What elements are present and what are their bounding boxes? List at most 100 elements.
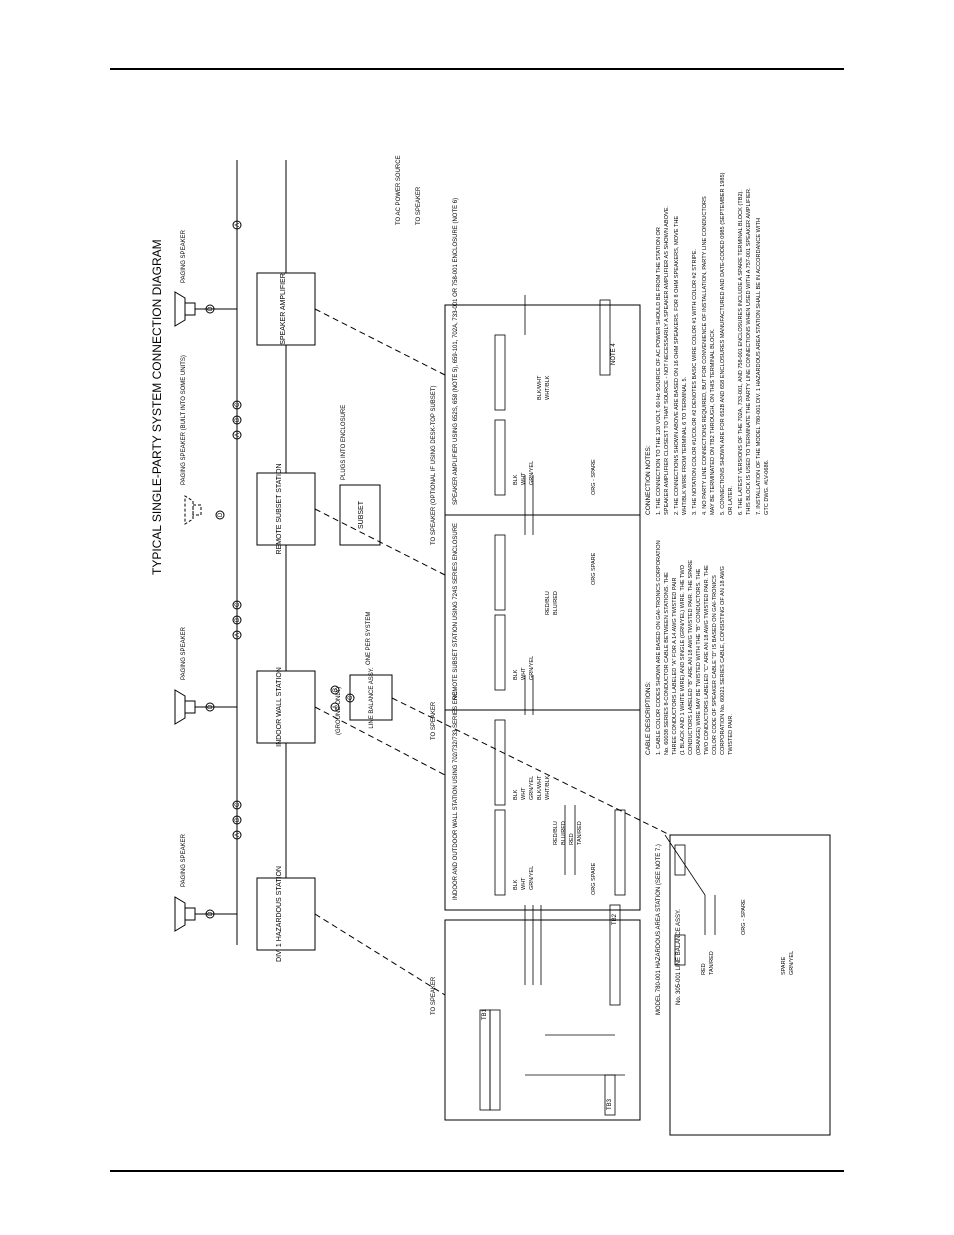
subset-label: SUBSET <box>358 500 365 529</box>
svg-text:(ORANGE) WIRE MAY BE TWISTED W: (ORANGE) WIRE MAY BE TWISTED WITH THE "B… <box>696 568 702 755</box>
svg-text:C: C <box>235 602 241 607</box>
paging-speaker-1-label: PAGING SPEAKER <box>181 833 187 887</box>
svg-text:2. THE CONNECTIONS SHOWN ABOVE: 2. THE CONNECTIONS SHOWN ABOVE ARE BASED… <box>674 216 680 515</box>
enclosure-line-balance <box>669 834 831 1136</box>
caption-wall: INDOOR AND OUTDOOR WALL STATION USING 70… <box>453 690 459 900</box>
svg-text:5. CONNECTIONS SHOWN ARE FOR 6: 5. CONNECTIONS SHOWN ARE FOR 652B AND 65… <box>720 172 726 515</box>
svg-text:D: D <box>218 512 224 517</box>
tb1-label: TB1 <box>482 1008 488 1020</box>
enclosure-wall <box>444 709 641 911</box>
svg-text:ORG - SPARE: ORG - SPARE <box>591 459 597 495</box>
paging-speaker-1-icon <box>174 896 237 932</box>
station-indoor-label: INDOOR WALL STATION <box>276 667 283 747</box>
leader-div1 <box>314 913 446 996</box>
svg-text:SPARE: SPARE <box>781 956 787 975</box>
svg-text:OR LATER.: OR LATER. <box>728 485 734 515</box>
ground-only-label: (GROUND ONLY) <box>336 687 342 735</box>
to-ac-power: TO AC POWER SOURCE <box>396 155 402 225</box>
caption-subset: REMOTE SUBSET STATION USING 724S SERIES … <box>453 523 459 700</box>
svg-text:6. THE LATEST VERSIONS OF THE: 6. THE LATEST VERSIONS OF THE 702A, 733-… <box>738 190 744 515</box>
svg-text:D: D <box>208 911 214 916</box>
svg-text:SPEAKER AMPLIFIER CLOSEST TO T: SPEAKER AMPLIFIER CLOSEST TO THAT SOURCE… <box>664 206 670 515</box>
svg-text:WHT/BLK WIRE FROM TERMINAL 6 T: WHT/BLK WIRE FROM TERMINAL 6 TO TERMINAL… <box>682 376 688 515</box>
diagram-title: TYPICAL SINGLE-PARTY SYSTEM CONNECTION D… <box>150 239 164 575</box>
svg-text:A: A <box>235 433 241 437</box>
svg-text:WHT: WHT <box>521 667 527 680</box>
svg-text:C: C <box>348 695 354 700</box>
svg-text:TAN/RED: TAN/RED <box>709 951 715 975</box>
leader-remote <box>314 508 446 576</box>
svg-text:B: B <box>235 818 241 822</box>
paging-speaker-2-icon <box>174 689 237 725</box>
svg-text:CONDUCTORS LABELED "B" ARE AN: CONDUCTORS LABELED "B" ARE AN 18 AWG TWI… <box>688 560 694 755</box>
enclosure-amplifier <box>444 304 641 516</box>
subset-box <box>339 484 381 546</box>
svg-text:WHT/BLK: WHT/BLK <box>545 375 551 400</box>
svg-text:BLU/RED: BLU/RED <box>561 821 567 845</box>
connection-notes: 1. THE CONNECTION TO THE 120 VOLT, 60 Hz… <box>656 172 770 515</box>
cable-descriptions: 1. CABLE COLOR CODES SHOWN ARE BASED ON … <box>656 540 734 755</box>
wiring-runs <box>524 295 716 1076</box>
svg-text:GRN/YEL: GRN/YEL <box>529 776 535 800</box>
to-speaker-subset: TO SPEAKER (OPTIONAL IF USING DESK-TOP S… <box>431 386 437 545</box>
line-balance-label: LINE BALANCE ASSY. <box>369 667 375 729</box>
paging-speaker-3-label: PAGING SPEAKER (BUILT INTO SOME UNITS) <box>181 355 187 485</box>
plugs-label: PLUGS INTO ENCLOSURE <box>341 405 347 480</box>
station-div1-box <box>256 877 316 951</box>
svg-text:7. INSTALLATION OF THE MODEL 7: 7. INSTALLATION OF THE MODEL 780-001 DIV… <box>756 218 762 515</box>
svg-text:(1 BLACK AND 1 WHITE WIRE) AND: (1 BLACK AND 1 WHITE WIRE) AND SINGLE (G… <box>680 564 686 755</box>
leader-amp <box>314 308 446 376</box>
svg-text:ORG SPARE: ORG SPARE <box>591 862 597 895</box>
svg-text:GRN/YEL: GRN/YEL <box>529 866 535 890</box>
svg-text:WHT: WHT <box>521 472 527 485</box>
svg-text:D: D <box>208 306 214 311</box>
svg-text:No. 60038 SERIES 8-CONDUCTOR C: No. 60038 SERIES 8-CONDUCTOR CABLE BETWE… <box>664 572 670 755</box>
svg-text:1. THE CONNECTION TO THE 120 V: 1. THE CONNECTION TO THE 120 VOLT, 60 Hz… <box>656 227 662 515</box>
svg-text:BLK/WHT: BLK/WHT <box>537 375 543 400</box>
svg-text:RED: RED <box>569 833 575 845</box>
connection-notes-title: CONNECTION NOTES: <box>645 445 652 515</box>
svg-text:TAN/RED: TAN/RED <box>577 821 583 845</box>
paging-speaker-4-label: PAGING SPEAKER <box>181 229 187 283</box>
svg-text:ORG SPARE: ORG SPARE <box>591 552 597 585</box>
caption-line-balance: No. 305-001 LINE BALANCE ASSY. <box>676 909 682 1005</box>
svg-text:ORG - SPARE: ORG - SPARE <box>741 899 747 935</box>
paging-speaker-4-icon <box>174 291 237 327</box>
terminal-blocks <box>479 299 686 1116</box>
svg-text:TWISTED PAIR.: TWISTED PAIR. <box>728 714 734 755</box>
station-remote-box <box>256 472 316 546</box>
svg-text:RED/BLU: RED/BLU <box>553 821 559 845</box>
caption-amplifier: SPEAKER AMPLIFIER USING 652S, 658 (NOTE … <box>453 198 459 505</box>
svg-text:THIS BLOCK IS USED TO TERMINAT: THIS BLOCK IS USED TO TERMINATE THE PART… <box>746 187 752 515</box>
svg-text:3. THE NOTATION COLOR #1/COLOR: 3. THE NOTATION COLOR #1/COLOR #2 DENOTE… <box>692 248 698 515</box>
station-amp-label: SPEAKER AMPLIFIER <box>280 273 287 345</box>
svg-text:BLK: BLK <box>513 474 519 485</box>
caption-note4: NOTE 4 <box>611 343 617 365</box>
tb3-label: TB3 <box>607 1098 613 1110</box>
tb2-label: TB2 <box>612 913 618 925</box>
svg-text:THREE CONDUCTORS LABELED "A" F: THREE CONDUCTORS LABELED "A" FOR A 14 AW… <box>672 577 678 755</box>
svg-text:BLK/WHT: BLK/WHT <box>537 775 543 800</box>
paging-speaker-3-icon <box>184 495 202 525</box>
to-speaker-wall: TO SPEAKER <box>431 701 437 740</box>
enclosure-subset <box>444 514 641 711</box>
svg-text:WHT: WHT <box>521 787 527 800</box>
leader-indoor <box>314 706 446 776</box>
svg-text:GTC DWG. #LV-0686.: GTC DWG. #LV-0686. <box>764 459 770 515</box>
svg-text:GRN/YEL: GRN/YEL <box>789 951 795 975</box>
svg-text:WHT: WHT <box>521 877 527 890</box>
svg-text:COLOR CODE OF SPEAKER CABLE "D: COLOR CODE OF SPEAKER CABLE "D" IS BASED… <box>712 575 718 755</box>
svg-text:WHT/BLK: WHT/BLK <box>545 775 551 800</box>
to-speaker-amp: TO SPEAKER <box>416 186 422 225</box>
station-indoor-box <box>256 670 316 744</box>
svg-text:4. NO PARTY LINE CONNECTIONS R: 4. NO PARTY LINE CONNECTIONS REQUIRED, B… <box>702 196 708 515</box>
one-per-system-label: ONE PER SYSTEM <box>366 612 372 665</box>
svg-text:A: A <box>235 223 241 227</box>
svg-text:B: B <box>333 688 339 692</box>
svg-text:C: C <box>235 402 241 407</box>
station-div1-label: DIV. 1 HAZARDOUS STATION <box>276 866 283 962</box>
svg-text:A: A <box>235 833 241 837</box>
footer-rule <box>110 1170 844 1172</box>
svg-text:GRN/YEL: GRN/YEL <box>529 461 535 485</box>
